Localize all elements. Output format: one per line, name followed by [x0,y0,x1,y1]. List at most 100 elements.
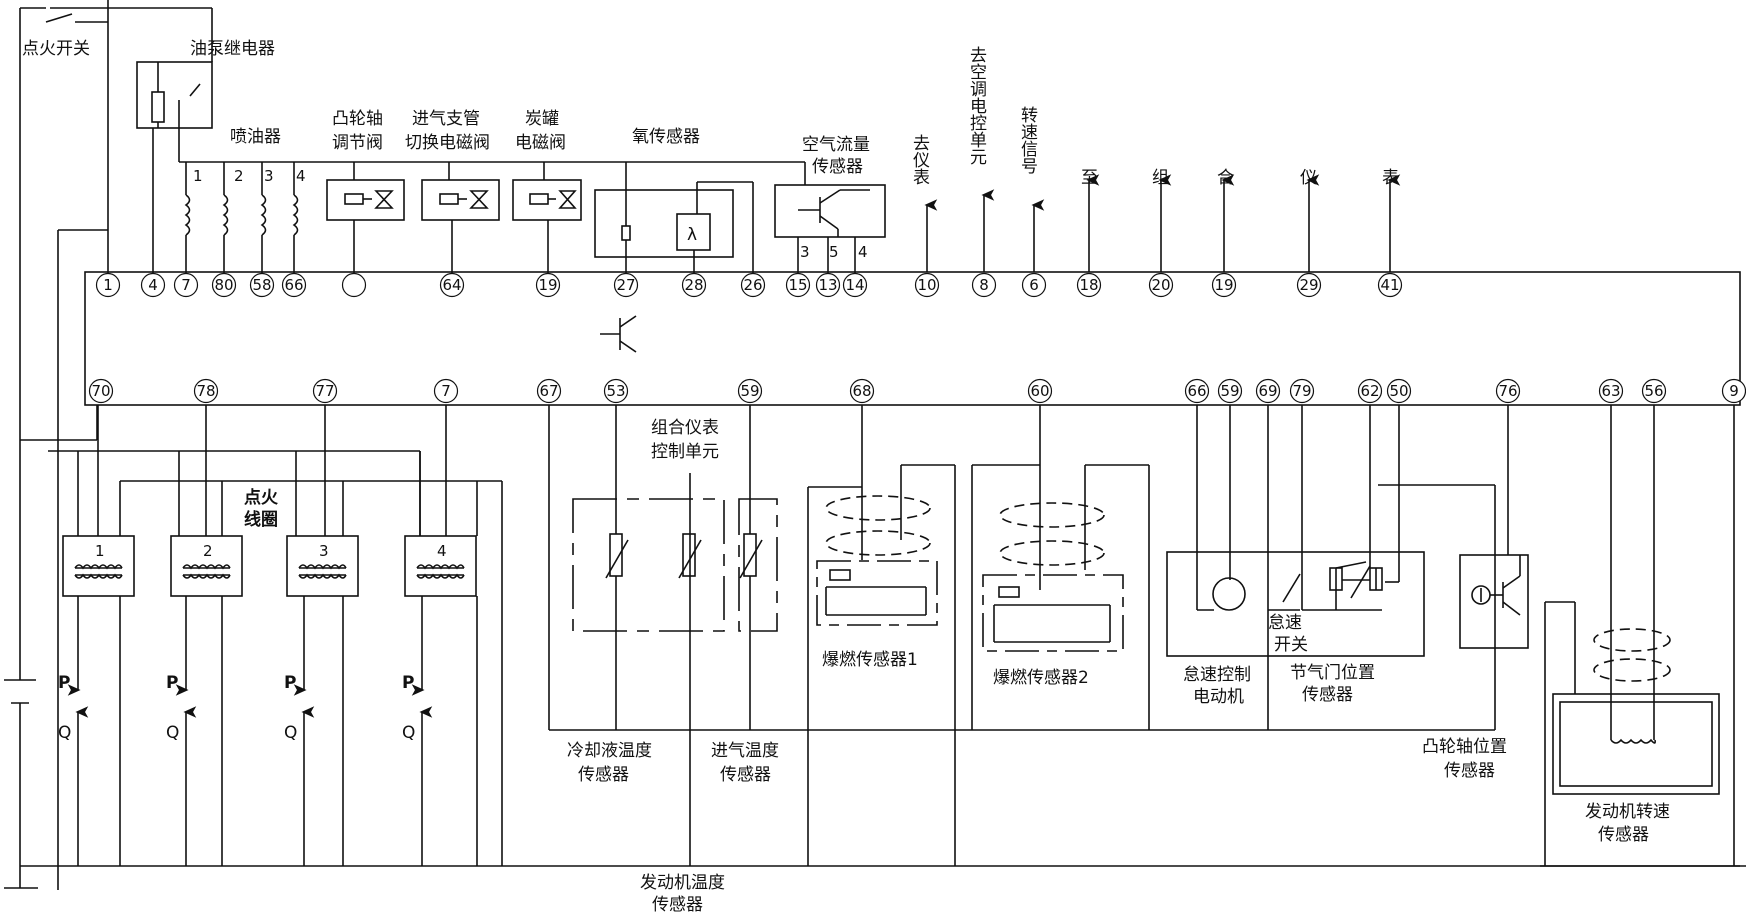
ecu-top-pin-circle [815,272,841,298]
ecu-bottom-pin-number: 9 [1729,382,1739,400]
knock-sensor-2 [982,574,1124,652]
ecu-top-pin-number: 58 [252,276,271,294]
label-throttle-sensor: 传感器 [1302,685,1353,705]
ecu-top-pin-circle [95,272,121,298]
ecu-bottom-pin-number: 66 [1187,382,1206,400]
oxygen-sensor [594,189,734,258]
ecu-top-pin-circle [1377,272,1403,298]
label-fuel-pump-relay: 油泵继电器 [190,39,275,59]
ignition-coil-4 [404,535,477,597]
label-cam-sensor: 传感器 [1444,761,1495,781]
ecu-bottom-pin-number: 79 [1292,382,1311,400]
label-coolant-sensor: 传感器 [578,765,629,785]
label-to-cluster: 至 [1081,168,1098,188]
label-cluster-ctrl: 控制单元 [651,442,719,462]
label-ignition-coil: 线圈 [244,509,278,530]
coil-number: 3 [319,542,329,560]
air-flow-sensor [774,184,886,238]
label-coolant-sensor: 冷却液温度 [567,741,652,761]
label-idle-motor: 电动机 [1193,687,1244,707]
label-p: P [402,673,414,693]
ecu-top-pin-circle [439,272,465,298]
label-air-flow: 空气流量 [802,135,870,155]
label-air-flow: 传感器 [812,157,863,177]
label-intake-temp: 传感器 [720,765,771,785]
ecu-bottom-pin-circle [1289,378,1315,404]
ecu-top-pin-number: 29 [1299,276,1318,294]
label-to-cluster: 合 [1217,168,1234,188]
label-throttle-sensor: 节气门位置 [1290,663,1375,683]
ecu-bottom-pin-circle [1184,378,1210,404]
ecu-top-pin-number: 6 [1029,276,1039,294]
ecu-top-pin-circle [914,272,940,298]
ecu-top-pin-circle [1296,272,1322,298]
cam-position-sensor [1459,554,1529,649]
ecu-top-pin-number: 19 [538,276,557,294]
label-q: Q [166,723,179,743]
ecu-bottom-pin-circle [88,378,114,404]
ecu-bottom-pin-circle [433,378,459,404]
lambda-symbol: λ [687,225,697,245]
ecu-bottom-pin-number: 62 [1360,382,1379,400]
ecu-top-pin-number: 26 [743,276,762,294]
fuel-pump-relay [136,61,213,129]
ecu-top-pin-number: 19 [1214,276,1233,294]
label-intake-valve: 切换电磁阀 [405,133,490,153]
ecu-top-pin-circle [842,272,868,298]
label-idle-motor: 怠速控制 [1183,665,1251,685]
ecu-top-pin-circle [785,272,811,298]
label-idle-switch: 怠速 [1268,613,1302,633]
intake-switch-valve [421,179,500,221]
injector-number: 3 [264,167,274,185]
ecu-box [84,271,1741,406]
ecu-top-pin-circle [535,272,561,298]
ecu-bottom-pin-circle [1027,378,1053,404]
label-ignition-switch: 点火开关 [22,39,90,59]
maf-pin-number: 3 [800,243,810,261]
intake-temp-sensor-housing [738,498,778,632]
label-knock-sensor-2: 爆燃传感器2 [993,668,1089,688]
ecu-bottom-pin-circle [193,378,219,404]
ecu-top-pin-circle [1076,272,1102,298]
ecu-bottom-pin-circle [1357,378,1383,404]
label-ignition-coil: 点火 [244,487,279,508]
ecu-bottom-pin-number: 50 [1389,382,1408,400]
label-cluster-ctrl: 组合仪表 [651,418,719,438]
label-intake-temp: 进气温度 [711,741,779,761]
ecu-bottom-pin-circle [312,378,338,404]
ecu-bottom-pin-number: 7 [441,382,451,400]
ignition-coil-3 [286,535,359,597]
label-engine-temp: 发动机温度 [640,873,725,893]
ecu-bottom-pin-number: 68 [852,382,871,400]
ecu-bottom-pin-circle [1641,378,1667,404]
ecu-top-pin-circle [140,272,166,298]
label-rpm-sensor: 发动机转速 [1585,802,1670,822]
ecu-bottom-pin-number: 69 [1258,382,1277,400]
ecu-top-pin-number: 1 [103,276,113,294]
label-idle-switch: 开关 [1274,635,1308,655]
label-canister-valve: 电磁阀 [515,133,566,153]
ecu-bottom-pin-circle [536,378,562,404]
ecu-top-pin-circle [1211,272,1237,298]
label-rpm-sensor: 传感器 [1598,825,1649,845]
ignition-coil-1 [62,535,135,597]
label-q: Q [58,723,71,743]
ecu-top-pin-circle [613,272,639,298]
ecu-top-pin-number: 4 [148,276,158,294]
label-speed-signal: 转速信号 [1017,106,1038,175]
ecu-bottom-pin-circle [603,378,629,404]
coil-number: 2 [203,542,213,560]
ecu-bottom-pin-number: 77 [315,382,334,400]
ecu-top-pin-circle [341,272,367,298]
cam-adjust-valve [326,179,405,221]
ecu-bottom-pin-circle [1217,378,1243,404]
label-p: P [284,673,296,693]
ecu-bottom-pin-number: 76 [1498,382,1517,400]
ecu-bottom-pin-number: 70 [91,382,110,400]
ecu-top-pin-number: 66 [284,276,303,294]
label-q: Q [284,723,297,743]
ecu-bottom-pin-circle [1386,378,1412,404]
injector-number: 2 [234,167,244,185]
maf-pin-number: 4 [858,243,868,261]
